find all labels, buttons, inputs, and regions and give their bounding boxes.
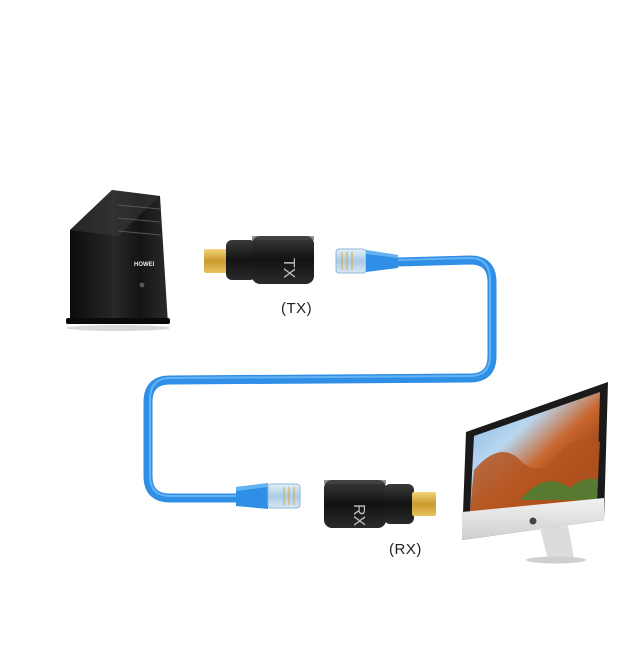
pc-brand-text: HOWEI [134,262,155,268]
tx-adapter-text: TX [280,258,297,279]
tx-label: (TX) [281,300,313,317]
imac-monitor-icon [462,382,608,564]
hdmi-adapter-icon: RX [324,480,436,528]
tx-hdmi-plug [204,249,228,273]
rj45-plug-icon [335,248,398,274]
desktop-tower-icon: HOWEI [66,190,170,331]
rj45-plug-icon [236,483,301,509]
rx-hdmi-plug [412,492,436,516]
hdmi-adapter-icon: TX [204,236,314,284]
rx-label: (RX) [389,541,422,558]
apple-logo-icon [529,517,537,525]
rx-adapter-text: RX [350,504,367,527]
ethernet-cable [143,255,497,503]
